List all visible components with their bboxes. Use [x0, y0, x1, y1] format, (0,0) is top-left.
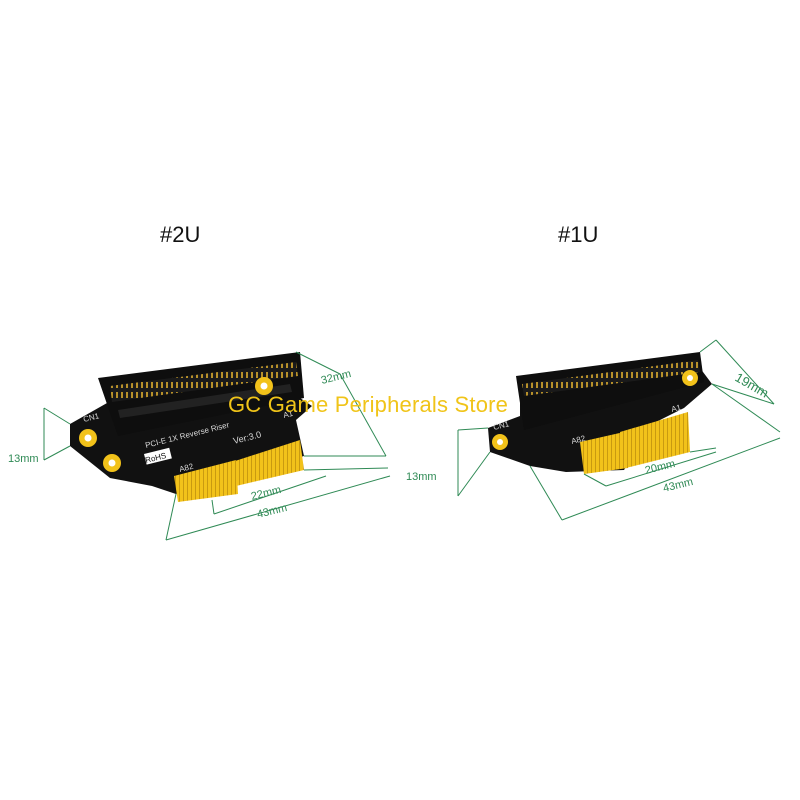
gold-finger-long-2u: [232, 440, 304, 486]
gold-finger-short-1u: [580, 432, 628, 474]
label-2u: #2U: [160, 222, 201, 247]
silkscreen-a1: A1: [282, 409, 294, 420]
dimension-lines-1u: [457, 339, 781, 521]
silkscreen-a1-1u: A1: [670, 403, 682, 414]
silkscreen-cn1-1u: CN1: [492, 419, 510, 432]
riser-board-1u: CN1 A1 A82: [488, 352, 712, 474]
mount-hole-icon: [79, 377, 273, 472]
silkscreen-a82-1u: A82: [570, 434, 587, 446]
dim-width-1u: 43mm: [662, 476, 695, 495]
mount-hole-icon: [492, 370, 698, 450]
riser-board-2u: PCI-E 1X Reverse Riser Ver:3.0 RoHS CN1 …: [70, 352, 312, 502]
gold-finger-short-2u: [174, 460, 238, 502]
dim-width-2u: 43mm: [256, 502, 289, 521]
silkscreen-a82: A82: [178, 462, 195, 474]
dim-finger-2u: 22mm: [250, 484, 283, 503]
dimension-lines-2u: [43, 351, 391, 541]
store-watermark: GC Game Peripherals Store: [228, 392, 509, 417]
gold-finger-long-1u: [620, 412, 690, 468]
label-1u: #1U: [558, 222, 599, 247]
dim-height-1u: 13mm: [406, 471, 437, 483]
dim-depth-1u: 19mm: [733, 370, 772, 401]
dim-height-2u: 13mm: [8, 453, 39, 465]
dim-depth-2u: 32mm: [320, 368, 353, 387]
silkscreen-cn1: CN1: [82, 411, 100, 424]
